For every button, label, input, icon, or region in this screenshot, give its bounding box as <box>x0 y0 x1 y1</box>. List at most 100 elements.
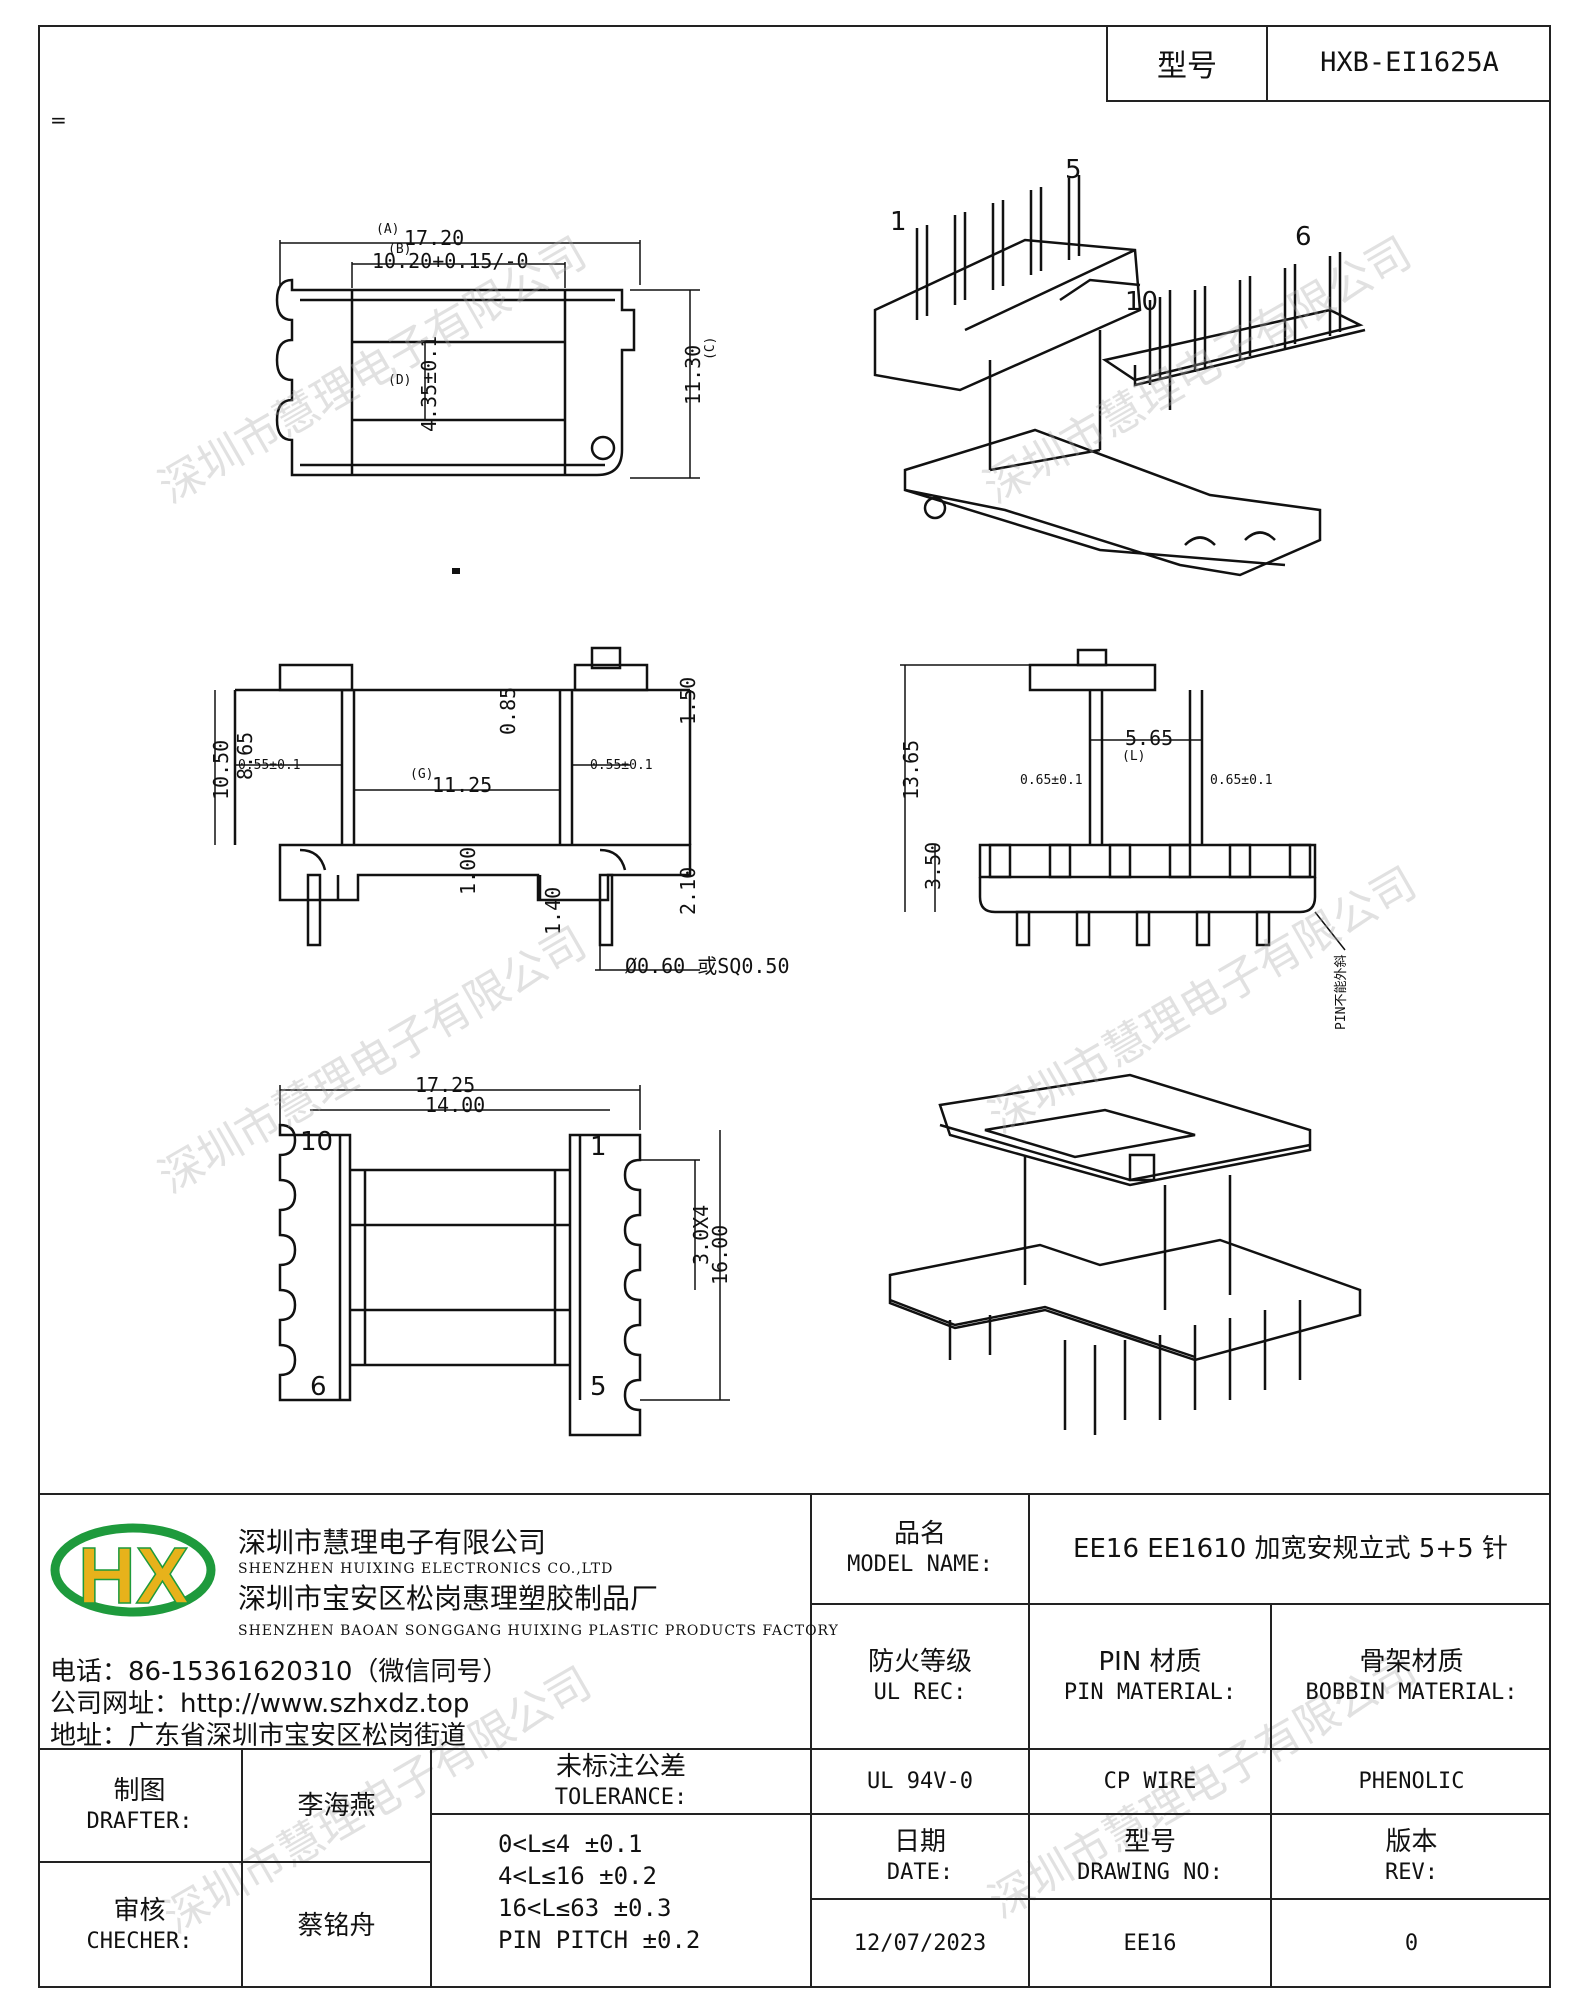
front-s1: 0.55±0.1 <box>238 758 301 773</box>
side-l-label: (L) <box>1122 749 1145 764</box>
front-r1: 1.50 <box>676 677 700 725</box>
side-b: 3.50 <box>921 842 945 890</box>
company-address: 地址：广东省深圳市宝安区松岗街道 <box>50 1721 467 1751</box>
iso-pin-10: 10 <box>1125 287 1158 317</box>
factory-name-en: SHENZHEN BAOAN SONGGANG HUIXING PLASTIC … <box>238 1623 839 1639</box>
bobbin-material-value: PHENOLIC <box>1358 1768 1465 1794</box>
company-phone: 电话：86-15361620310（微信同号） <box>50 1657 509 1687</box>
bottom-w2: 14.00 <box>425 1093 485 1117</box>
rev-cn: 版本 <box>1385 1826 1438 1857</box>
technical-drawing: (A) 17.20 (B) 10.20+0.15/-0 (D) 4.35±0.1… <box>209 155 1366 1437</box>
top-view <box>275 240 700 479</box>
bottom-pin-5: 5 <box>590 1372 607 1402</box>
drawing-frame <box>38 25 1551 1988</box>
model-name-en: MODEL NAME: <box>847 1552 993 1577</box>
company-name-cn: 深圳市慧理电子有限公司 <box>238 1526 547 1559</box>
side-w: 5.65 <box>1125 726 1173 750</box>
front-h2: 8.65 <box>233 732 257 780</box>
front-view <box>214 646 700 971</box>
pin-material-en: PIN MATERIAL: <box>1063 1679 1237 1705</box>
iso-pin-5: 5 <box>1065 155 1082 185</box>
bottom-h: 16.00 <box>708 1225 732 1285</box>
drawing-no-en: DRAWING NO: <box>1077 1859 1223 1885</box>
date-en: DATE: <box>886 1859 954 1885</box>
drawing-no-value: EE16 <box>1123 1931 1177 1956</box>
front-pin: Ø0.60 或SQ0.50 <box>625 954 790 978</box>
pin-material-label: PIN 材质 PIN MATERIAL: <box>1030 1605 1270 1748</box>
drawing-no-cn: 型号 <box>1123 1826 1176 1857</box>
dim-c-label: (C) <box>703 337 718 360</box>
date-label: 日期 DATE: <box>812 1815 1028 1898</box>
corner-mark: = <box>50 108 67 132</box>
drafter-cn: 制图 <box>113 1775 166 1806</box>
dim-b-value: 10.20+0.15/-0 <box>372 249 529 273</box>
rev-en: REV: <box>1385 1859 1438 1885</box>
tolerance-en: TOLERANCE: <box>554 1784 688 1810</box>
model-value: HXB-EI1625A <box>1320 47 1499 78</box>
front-b1: 1.00 <box>456 847 480 895</box>
side-s1: 0.65±0.1 <box>1020 773 1083 788</box>
company-logo: HX <box>48 1515 218 1625</box>
pin-material-value: CP WIRE <box>1103 1768 1197 1794</box>
bottom-p: 3.0X4 <box>689 1205 713 1265</box>
drawing-no-label: 型号 DRAWING NO: <box>1030 1815 1270 1898</box>
model-header: 型号 HXB-EI1625A <box>1106 25 1551 102</box>
checker-value: 蔡铭舟 <box>297 1910 376 1941</box>
dim-a-label: (A) <box>376 222 399 237</box>
bobbin-material-label: 骨架材质 BOBBIN MATERIAL: <box>1272 1605 1551 1748</box>
tolerance-line: 4<L≤16 ±0.2 <box>498 1862 657 1890</box>
side-note: PIN不能外斜 <box>1334 955 1349 1030</box>
drafter-label: 制图 DRAFTER: <box>38 1750 241 1861</box>
pin-material-cn: PIN 材质 <box>1098 1646 1202 1677</box>
tolerance-table: 0<L≤4 ±0.1 4<L≤16 ±0.2 16<L≤63 ±0.3 PIN … <box>498 1828 700 1956</box>
bottom-pin-10: 10 <box>300 1127 333 1157</box>
title-block: HX 深圳市慧理电子有限公司 SHENZHEN HUIXING ELECTRON… <box>38 1493 1551 1988</box>
model-label: 型号 <box>1108 25 1268 100</box>
bobbin-material-cn: 骨架材质 <box>1359 1646 1464 1677</box>
bottom-pin-1: 1 <box>590 1132 607 1162</box>
iso-top-view <box>873 175 1366 577</box>
tolerance-label: 未标注公差 TOLERANCE: <box>432 1750 810 1813</box>
front-top: 0.85 <box>496 687 520 735</box>
company-website: 公司网址：http://www.szhxdz.top <box>50 1689 470 1719</box>
tolerance-line: 16<L≤63 ±0.3 <box>498 1894 672 1922</box>
date-value: 12/07/2023 <box>853 1931 987 1956</box>
ul-rec-cn: 防火等级 <box>867 1646 972 1677</box>
logo-text: HX <box>78 1531 189 1620</box>
date-cn: 日期 <box>893 1826 946 1857</box>
front-b3: 2.10 <box>676 867 700 915</box>
drafter-en: DRAFTER: <box>86 1808 193 1834</box>
side-h: 13.65 <box>899 740 923 800</box>
center-mark <box>452 568 460 574</box>
dim-a-value: 17.20 <box>404 226 464 250</box>
model-name-cn: 品名 <box>893 1519 946 1549</box>
company-name-en: SHENZHEN HUIXING ELECTRONICS CO.,LTD <box>238 1561 614 1577</box>
drafter-value: 李海燕 <box>297 1790 376 1821</box>
bottom-view <box>278 1085 730 1437</box>
bottom-pin-6: 6 <box>310 1372 327 1402</box>
iso-pin-1: 1 <box>890 207 907 237</box>
model-name-label: 品名 MODEL NAME: <box>812 1495 1028 1603</box>
front-g-value: 11.25 <box>432 773 492 797</box>
iso-pin-6: 6 <box>1295 222 1312 252</box>
ul-rec-en: UL REC: <box>873 1679 967 1705</box>
checker-cn: 审核 <box>113 1895 166 1926</box>
dim-d-label: (D) <box>388 373 411 388</box>
front-g-label: (G) <box>410 767 433 782</box>
rev-value: 0 <box>1404 1931 1419 1956</box>
factory-name-cn: 深圳市宝安区松岗惠理塑胶制品厂 <box>238 1582 659 1615</box>
checker-en: CHECHER: <box>86 1928 193 1954</box>
checker-label: 审核 CHECHER: <box>38 1863 241 1988</box>
bobbin-material-en: BOBBIN MATERIAL: <box>1305 1679 1518 1705</box>
dim-c-value: 11.30 <box>681 345 705 405</box>
front-b2: 1.40 <box>541 887 565 935</box>
tolerance-line: PIN PITCH ±0.2 <box>498 1926 701 1954</box>
dim-b-label: (B) <box>388 242 411 257</box>
ul-rec-value: UL 94V-0 <box>867 1768 973 1794</box>
ul-rec-label: 防火等级 UL REC: <box>812 1605 1028 1748</box>
rev-label: 版本 REV: <box>1272 1815 1551 1898</box>
model-name-value: EE16 EE1610 加宽安规立式 5+5 针 <box>1073 1534 1508 1564</box>
iso-bottom-view <box>888 1073 1362 1435</box>
tolerance-cn: 未标注公差 <box>555 1751 686 1782</box>
side-view <box>900 648 1346 951</box>
